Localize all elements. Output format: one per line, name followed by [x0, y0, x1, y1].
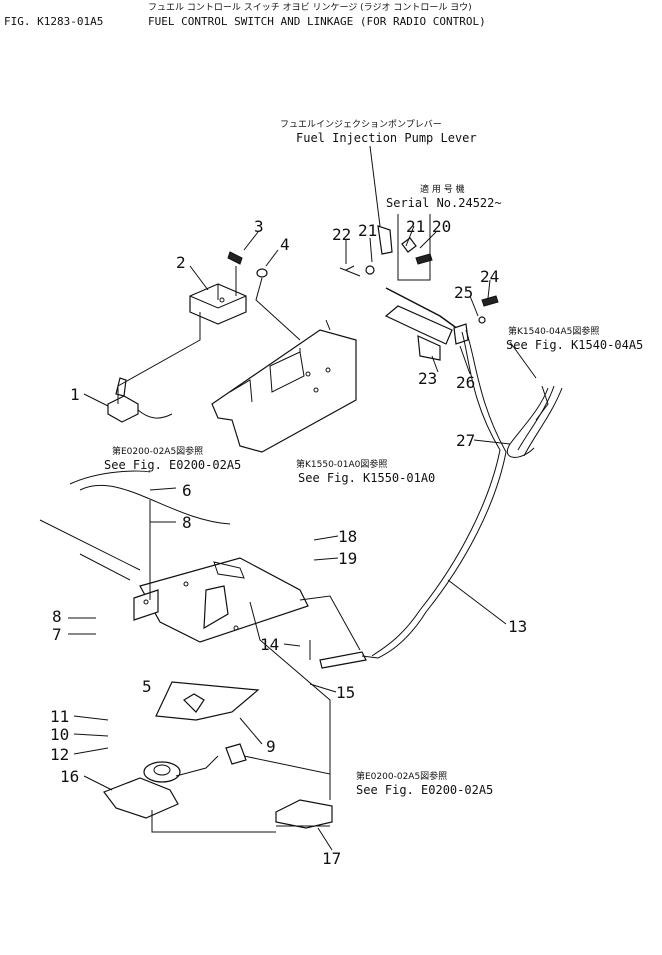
part-number-17: 17 — [322, 849, 341, 868]
base-plate — [133, 557, 309, 643]
figure-number: FIG. K1283-01A5 — [4, 15, 103, 28]
part-number-10: 10 — [50, 725, 69, 744]
switch-bracket — [189, 283, 247, 325]
part-number-9: 9 — [266, 737, 276, 756]
part-number-3: 3 — [254, 217, 264, 236]
ref-e0200-lower: See Fig. E0200-02A5 — [356, 783, 493, 797]
part-number-21-boxed: 21 — [406, 217, 425, 236]
ref-k1540: See Fig. K1540-04A5 — [506, 338, 643, 352]
ref-k1550: See Fig. K1550-01A0 — [298, 471, 435, 485]
part-number-16: 16 — [60, 767, 79, 786]
part-number-5: 5 — [142, 677, 152, 696]
part-number-13: 13 — [508, 617, 527, 636]
wiring-harness — [507, 385, 563, 458]
part-number-2: 2 — [176, 253, 186, 272]
motor-bracket — [151, 799, 333, 833]
part-number-24: 24 — [480, 267, 499, 286]
ref-e0200-lower-jp: 第E0200-02A5図参照 — [356, 770, 447, 782]
toggle-switch — [107, 312, 201, 423]
control-panel-plate — [211, 319, 357, 453]
figure-title: FUEL CONTROL SWITCH AND LINKAGE (FOR RAD… — [148, 15, 486, 28]
part-number-14: 14 — [260, 635, 279, 654]
part-number-4: 4 — [280, 235, 290, 254]
part-number-7: 7 — [52, 625, 62, 644]
part-number-18: 18 — [338, 527, 357, 546]
part-number-1: 1 — [70, 385, 80, 404]
part-numbers: 1 2 3 4 5 6 7 8 8 9 10 11 12 13 14 15 16… — [50, 217, 527, 868]
part-number-25: 25 — [454, 283, 473, 302]
part-number-8-lower: 8 — [52, 607, 62, 626]
ref-k1540-jp: 第K1540-04A5図参照 — [508, 325, 599, 337]
part-number-19: 19 — [338, 549, 357, 568]
part-number-21-left: 21 — [358, 221, 377, 240]
part-number-15: 15 — [336, 683, 355, 702]
control-cable — [319, 329, 507, 669]
bolt-and-washer-3-4 — [227, 251, 301, 341]
sector-plate — [155, 681, 260, 721]
part-number-11: 11 — [50, 707, 69, 726]
part-number-12: 12 — [50, 745, 69, 764]
ref-e0200-upper: See Fig. E0200-02A5 — [104, 458, 241, 472]
leader-lines — [39, 214, 537, 851]
part-number-23: 23 — [418, 369, 437, 388]
pump-lever-linkage — [339, 145, 499, 361]
serial-label-jp: 適 用 号 機 — [420, 183, 465, 195]
part-number-6: 6 — [182, 481, 192, 500]
pump-lever-label-jp: フュエルインジェクションポンプレバー — [280, 119, 442, 130]
part-number-26: 26 — [456, 373, 475, 392]
part-number-20: 20 — [432, 217, 451, 236]
part-number-22: 22 — [332, 225, 351, 244]
pump-lever-label: Fuel Injection Pump Lever — [296, 131, 477, 145]
part-number-8-upper: 8 — [182, 513, 192, 532]
part-number-27: 27 — [456, 431, 475, 450]
ref-e0200-upper-jp: 第E0200-02A5図参照 — [112, 445, 203, 457]
control-motor — [103, 743, 331, 819]
serial-label: Serial No.24522~ — [386, 196, 502, 210]
header-jp-title: フュエル コントロール スイッチ オヨビ リンケージ (ラジオ コントロール ヨ… — [148, 2, 472, 13]
ref-k1550-jp: 第K1550-01A0図参照 — [296, 458, 387, 470]
